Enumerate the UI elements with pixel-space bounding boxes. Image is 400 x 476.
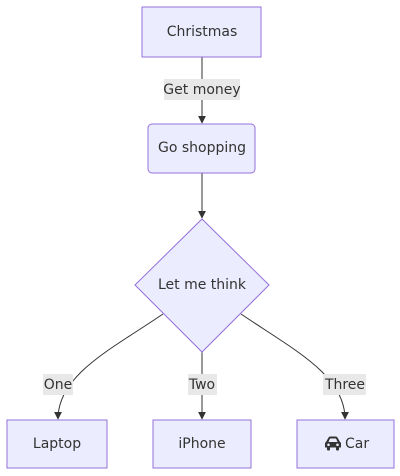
node-iphone: iPhone bbox=[152, 419, 252, 469]
node-christmas: Christmas bbox=[141, 6, 262, 58]
node-go-shopping-label: Go shopping bbox=[158, 140, 246, 156]
edge-label-three-text: Three bbox=[324, 377, 365, 393]
edge-label-three: Three bbox=[323, 374, 366, 395]
edge-label-two-text: Two bbox=[188, 377, 215, 393]
edge-label-get-money-text: Get money bbox=[163, 82, 240, 98]
node-iphone-label: iPhone bbox=[178, 436, 225, 452]
node-christmas-label: Christmas bbox=[167, 24, 238, 40]
edge-label-one: One bbox=[43, 374, 73, 395]
node-car-label: Car bbox=[345, 436, 369, 452]
car-icon bbox=[325, 436, 341, 451]
edge-think-to-laptop bbox=[54, 313, 164, 420]
edge-label-one-text: One bbox=[44, 377, 73, 393]
node-car: Car bbox=[296, 419, 395, 469]
edge-label-get-money: Get money bbox=[163, 79, 241, 100]
node-let-me-think-label: Let me think bbox=[158, 277, 247, 293]
node-go-shopping: Go shopping bbox=[147, 123, 256, 174]
node-laptop: Laptop bbox=[6, 419, 108, 469]
node-laptop-label: Laptop bbox=[33, 436, 81, 452]
edge-label-two: Two bbox=[188, 374, 217, 395]
node-let-me-think: Let me think bbox=[134, 218, 270, 353]
edge-think-to-car bbox=[240, 313, 349, 420]
